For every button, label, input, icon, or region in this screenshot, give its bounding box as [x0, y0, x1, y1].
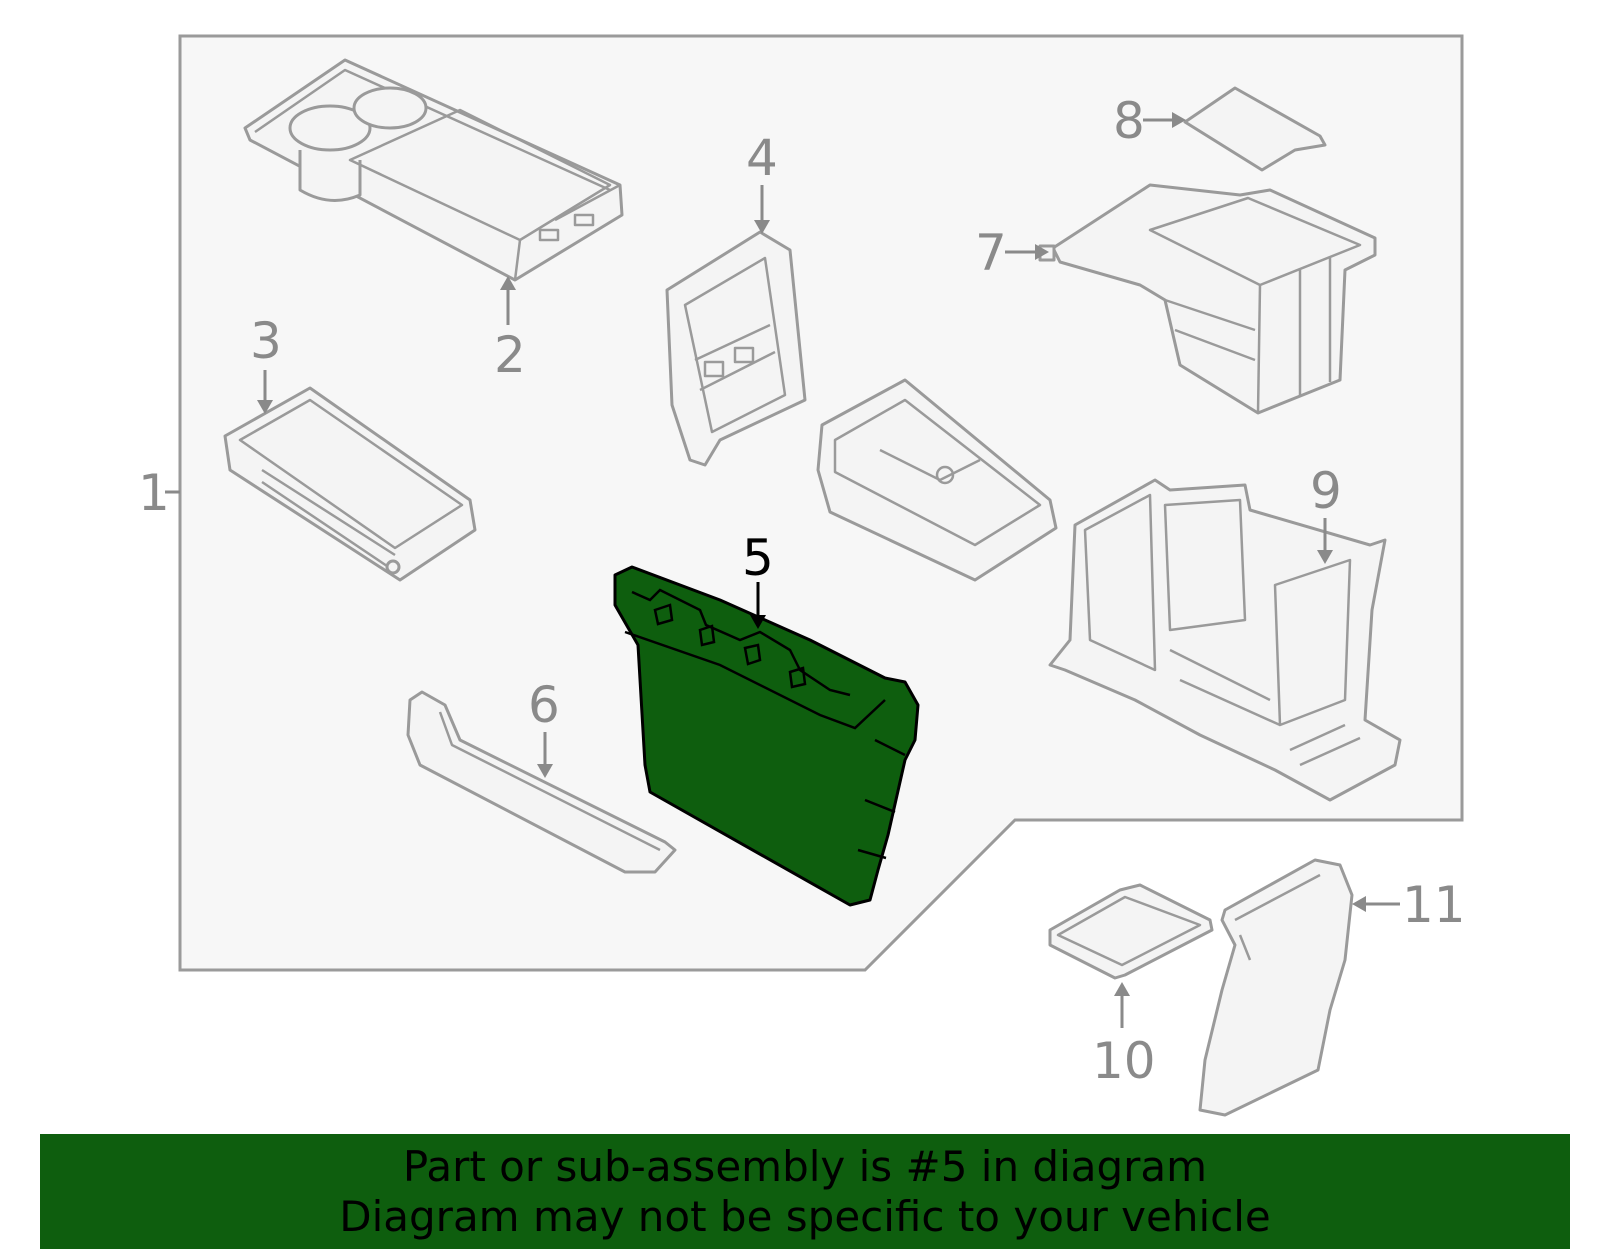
part-5-rear-panel[interactable]	[613, 565, 920, 907]
part-11-armrest-cover[interactable]	[1198, 858, 1354, 1117]
callout-5[interactable]: 5	[742, 529, 774, 587]
callout-11[interactable]: 11	[1402, 876, 1466, 934]
part-8-lid-pad[interactable]	[1183, 86, 1327, 172]
callout-10[interactable]: 10	[1092, 1032, 1156, 1090]
callout-7[interactable]: 7	[975, 224, 1007, 282]
middle-bracket	[816, 378, 1058, 582]
part-3-storage-tray[interactable]	[223, 386, 477, 582]
callout-6[interactable]: 6	[528, 676, 560, 734]
part-9-lower-frame[interactable]	[1048, 478, 1402, 802]
banner-line-1: Part or sub-assembly is #5 in diagram	[402, 1141, 1208, 1191]
part-4-bracket[interactable]	[665, 230, 807, 467]
leader-lines	[165, 112, 1400, 1028]
info-banner: Part or sub-assembly is #5 in diagram Di…	[40, 1134, 1570, 1249]
banner-line-2: Diagram may not be specific to your vehi…	[339, 1191, 1271, 1241]
part-2-console-top[interactable]	[243, 58, 624, 282]
callout-1[interactable]: 1	[138, 464, 170, 522]
callout-4[interactable]: 4	[746, 129, 778, 187]
callout-8[interactable]: 8	[1113, 92, 1145, 150]
part-6-side-trim[interactable]	[406, 690, 677, 874]
callout-3[interactable]: 3	[250, 312, 282, 370]
part-10-pad[interactable]	[1048, 883, 1214, 980]
callout-9[interactable]: 9	[1310, 462, 1342, 520]
callout-labels: 1 2 3 4 5 6 7 8 9 10 11	[138, 92, 1466, 1090]
callout-2[interactable]: 2	[494, 326, 526, 384]
